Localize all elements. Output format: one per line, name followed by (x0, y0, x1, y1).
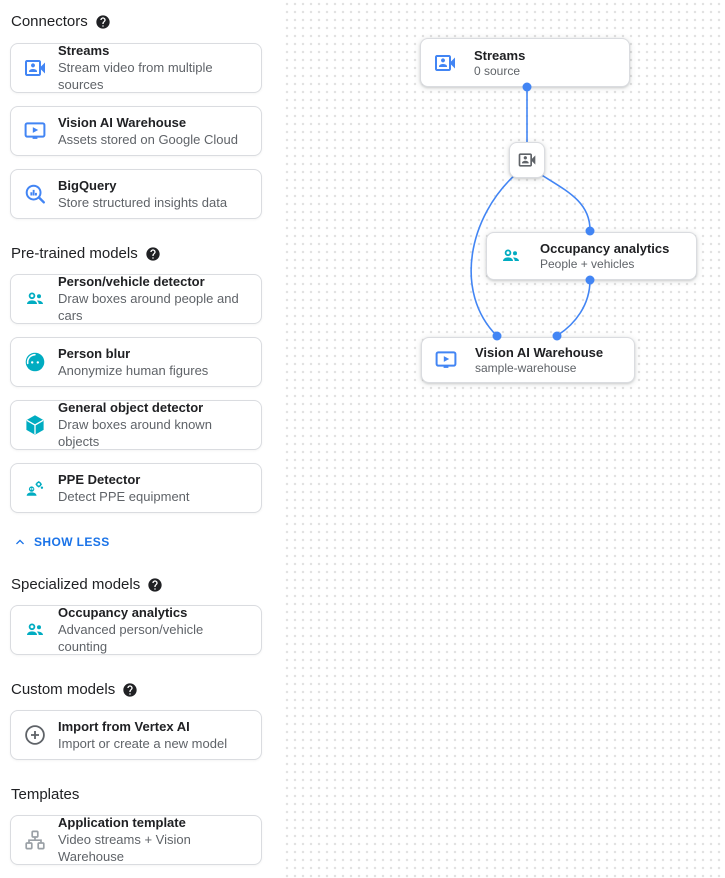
video-camera-front-icon (517, 150, 537, 170)
section-title: Pre-trained models (11, 245, 138, 262)
edge-occupancy-to-warehouse (557, 279, 591, 336)
card-title: BigQuery (58, 177, 117, 193)
card-subtitle: Store structured insights data (58, 194, 228, 210)
card-title: Person/vehicle detector (58, 274, 205, 289)
card-subtitle: Draw boxes around people and cars (58, 291, 239, 323)
card-application-template[interactable]: Application template Video streams + Vis… (10, 815, 262, 865)
section-header-connectors: Connectors (11, 13, 262, 31)
card-title: Application template (58, 815, 186, 830)
help-icon[interactable] (147, 577, 163, 593)
card-person-vehicle-detector[interactable]: Person/vehicle detector Draw boxes aroun… (10, 274, 262, 324)
node-title: Vision AI Warehouse (475, 345, 604, 360)
section-header-specialized: Specialized models (11, 576, 262, 594)
card-title: PPE Detector (58, 471, 141, 487)
show-less-label: SHOW LESS (34, 535, 110, 549)
pipeline-canvas[interactable]: Streams 0 source Occupancy analytics Peo… (283, 0, 725, 878)
bigquery-icon (23, 182, 47, 206)
node-subtitle: sample-warehouse (475, 361, 577, 375)
node-subtitle: People + vehicles (540, 257, 635, 271)
connection-dot-layer (492, 82, 595, 341)
smart-display-icon (23, 119, 47, 143)
card-title: General object detector (58, 400, 204, 415)
video-camera-front-icon (433, 51, 457, 75)
card-title: Occupancy analytics (58, 605, 188, 620)
card-subtitle: Detect PPE equipment (58, 488, 190, 504)
people-icon (499, 244, 523, 268)
show-less-link[interactable]: SHOW LESS (12, 534, 262, 550)
card-subtitle: Anonymize human figures (58, 362, 209, 378)
card-occupancy-analytics[interactable]: Occupancy analytics Advanced person/vehi… (10, 605, 262, 655)
card-streams[interactable]: Streams Stream video from multiple sourc… (10, 43, 262, 93)
node-subtitle: 0 source (474, 63, 521, 78)
card-subtitle: Video streams + Vision Warehouse (58, 832, 191, 864)
section-title: Specialized models (11, 576, 141, 593)
section-header-templates: Templates (11, 786, 262, 804)
edge-camera-to-occupancy (539, 173, 591, 231)
edge-layer (470, 87, 591, 337)
card-bigquery[interactable]: BigQuery Store structured insights data (10, 169, 262, 219)
help-icon[interactable] (145, 246, 161, 262)
section-title: Custom models (11, 681, 116, 698)
face-blur-icon (23, 350, 47, 374)
node-occupancy-analytics[interactable]: Occupancy analytics People + vehicles (486, 232, 697, 280)
help-icon[interactable] (122, 682, 138, 698)
card-vision-ai-warehouse[interactable]: Vision AI Warehouse Assets stored on Goo… (10, 106, 262, 156)
section-header-custom: Custom models (11, 681, 262, 699)
section-title: Connectors (11, 13, 88, 30)
tree-icon (23, 828, 47, 852)
ppe-icon (23, 476, 47, 500)
cube-icon (23, 413, 47, 437)
smart-display-icon (434, 348, 458, 372)
node-camera-small[interactable] (509, 142, 545, 178)
component-sidebar: Connectors Streams Stream video from mul… (0, 0, 283, 878)
card-title: Import from Vertex AI (58, 718, 190, 734)
people-icon (23, 618, 47, 642)
card-ppe-detector[interactable]: PPE Detector Detect PPE equipment (10, 463, 262, 513)
card-title: Person blur (58, 345, 131, 361)
add-circle-icon (23, 723, 47, 747)
card-import-from-vertex-ai[interactable]: Import from Vertex AI Import or create a… (10, 710, 262, 760)
card-person-blur[interactable]: Person blur Anonymize human figures (10, 337, 262, 387)
help-icon[interactable] (95, 14, 111, 30)
node-title: Streams (474, 47, 526, 63)
chevron-up-icon (12, 534, 28, 550)
card-title: Streams (58, 43, 110, 58)
card-title: Vision AI Warehouse (58, 114, 187, 130)
node-streams[interactable]: Streams 0 source (420, 38, 630, 87)
card-subtitle: Import or create a new model (58, 735, 228, 751)
section-title: Templates (11, 786, 80, 803)
node-vision-ai-warehouse[interactable]: Vision AI Warehouse sample-warehouse (421, 337, 635, 383)
card-subtitle: Advanced person/vehicle counting (58, 622, 204, 654)
people-icon (23, 287, 47, 311)
video-camera-front-icon (23, 56, 47, 80)
card-subtitle: Assets stored on Google Cloud (58, 131, 238, 147)
card-subtitle: Draw boxes around known objects (58, 417, 212, 449)
card-general-object-detector[interactable]: General object detector Draw boxes aroun… (10, 400, 262, 450)
node-title: Occupancy analytics (540, 241, 670, 256)
section-header-pretrained: Pre-trained models (11, 245, 262, 263)
card-subtitle: Stream video from multiple sources (58, 60, 213, 92)
